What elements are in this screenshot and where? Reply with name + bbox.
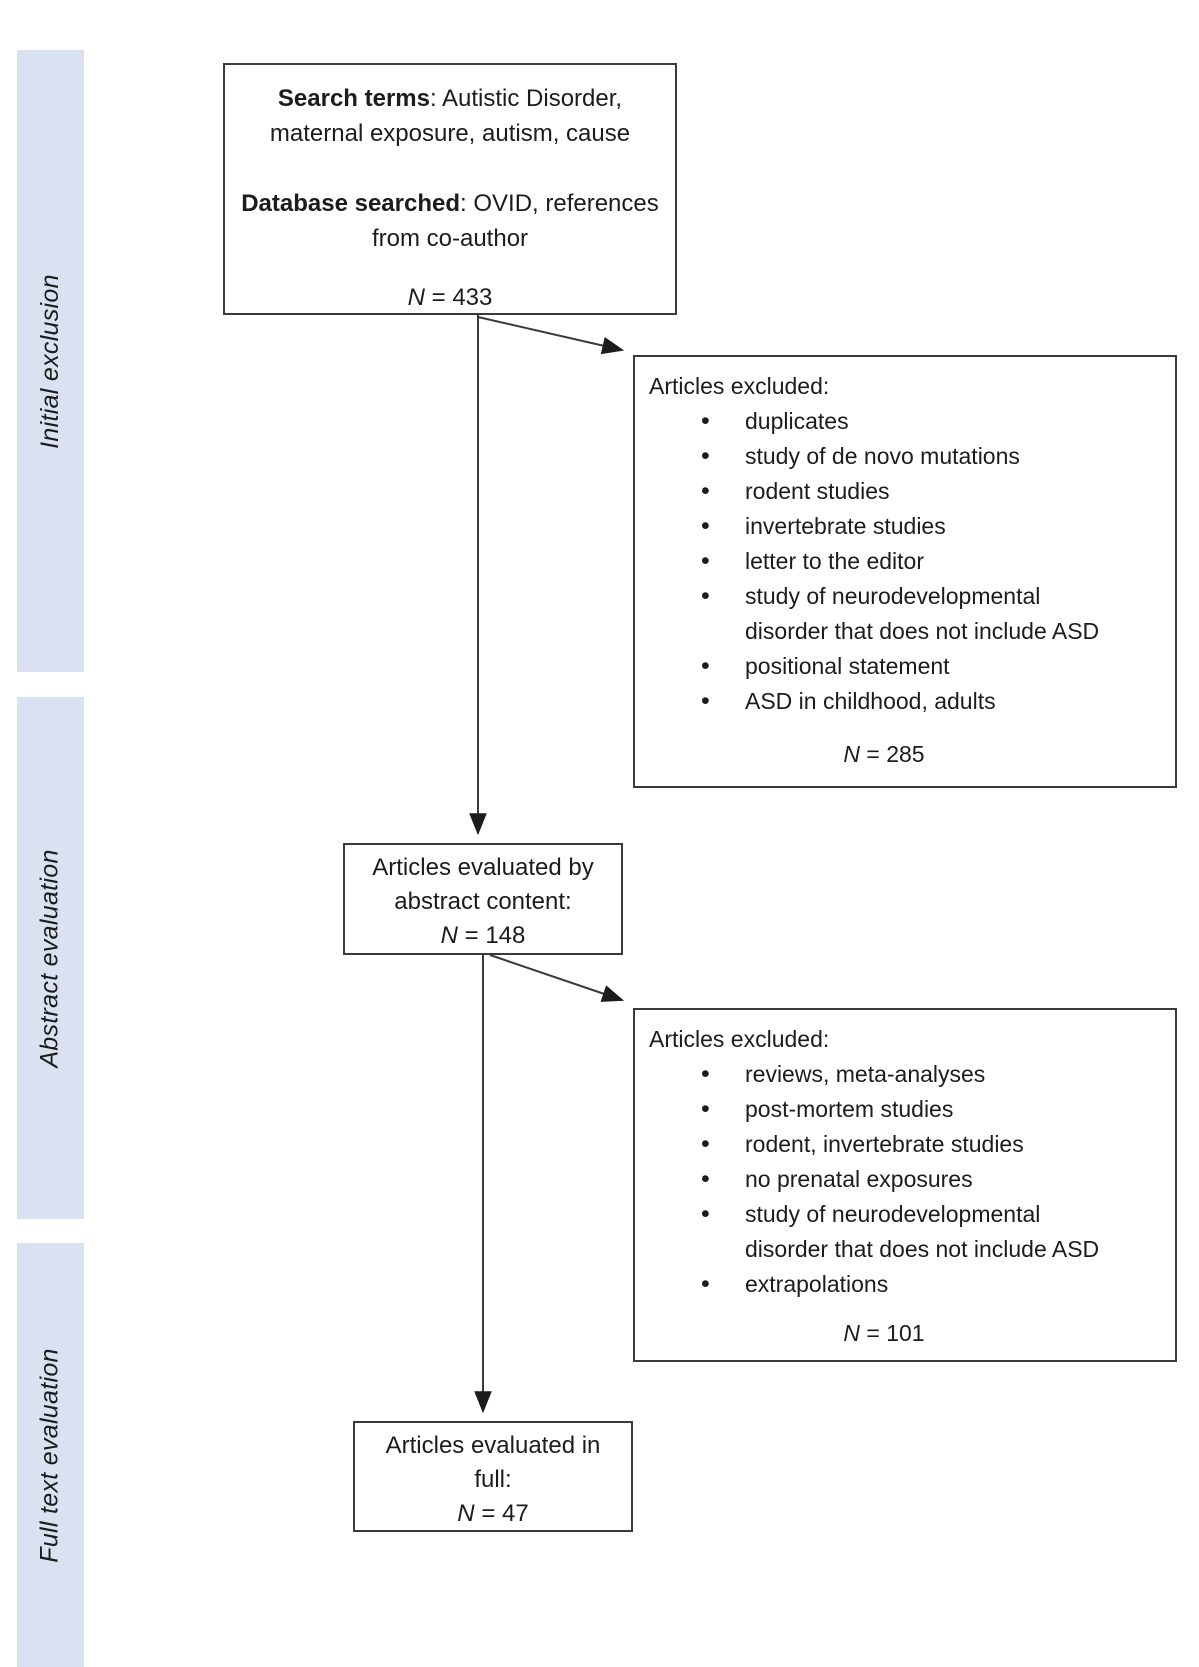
abstract-evaluation-box: Articles evaluated by abstract content: …	[343, 843, 623, 955]
box-line2: abstract content:	[394, 888, 572, 915]
n-count: N = 148	[440, 922, 526, 949]
bullet-icon: •	[701, 477, 710, 505]
n-count: N = 285	[843, 741, 925, 767]
stage-label: Initial exclusion	[36, 273, 65, 449]
bullet-item: •ASD in childhood, adults	[649, 684, 1119, 719]
bullet-item: •invertebrate studies	[649, 509, 1119, 544]
bullet-icon: •	[701, 407, 710, 435]
search-terms-box: Search terms: Autistic Disorder, materna…	[223, 63, 677, 315]
search-terms-label: Search terms	[277, 85, 430, 112]
arrow-search-to-exclusion1	[477, 316, 625, 355]
bullet-item: •duplicates	[649, 404, 1119, 439]
exclusion-box-2: Articles excluded: •reviews, meta-analys…	[633, 1008, 1177, 1362]
n-count: N = 101	[843, 1320, 925, 1346]
box-line1: Articles evaluated by	[372, 854, 594, 881]
database-line: Database searched: OVID, references	[241, 190, 659, 217]
bullet-icon: •	[701, 1060, 710, 1088]
bullet-item: •letter to the editor	[649, 544, 1119, 579]
box-line1: Articles evaluated in	[385, 1432, 601, 1459]
stage-bar-abstract-evaluation: Abstract evaluation	[17, 697, 84, 1219]
bullet-item: •study of neurodevelopmental disorder th…	[649, 1197, 1119, 1267]
bullet-icon: •	[701, 442, 710, 470]
box-line2: full:	[474, 1466, 512, 1493]
full-text-evaluation-box: Articles evaluated in full: N = 47	[353, 1421, 633, 1532]
bullet-icon: •	[701, 582, 710, 610]
bullet-icon: •	[701, 1130, 710, 1158]
bullet-item: •rodent, invertebrate studies	[649, 1127, 1119, 1162]
bullet-icon: •	[701, 547, 710, 575]
database-line2: from co-author	[371, 225, 529, 252]
n-count: N = 433	[407, 284, 493, 311]
spacer	[225, 151, 675, 186]
bullet-icon: •	[701, 1165, 710, 1193]
n-count: N = 47	[457, 1500, 529, 1527]
bullet-icon: •	[701, 512, 710, 540]
stage-bar-full-text-evaluation: Full text evaluation	[17, 1243, 84, 1667]
bullet-item: •no prenatal exposures	[649, 1162, 1119, 1197]
search-terms-line: Search terms: Autistic Disorder,	[277, 85, 623, 112]
stage-bar-initial-exclusion: Initial exclusion	[17, 50, 84, 672]
bullet-item: •post-mortem studies	[649, 1092, 1119, 1127]
stage-label: Abstract evaluation	[36, 848, 65, 1068]
bullet-item: •extrapolations	[649, 1267, 1119, 1302]
exclusion-heading: Articles excluded:	[649, 1026, 830, 1052]
bullet-item: •reviews, meta-analyses	[649, 1057, 1119, 1092]
exclusion-box-1: Articles excluded: •duplicates •study of…	[633, 355, 1177, 788]
arrow-abstract-to-exclusion2	[489, 954, 625, 1002]
stage-label: Full text evaluation	[36, 1347, 65, 1563]
exclusion-heading: Articles excluded:	[649, 373, 830, 399]
bullet-item: •positional statement	[649, 649, 1119, 684]
bullet-icon: •	[701, 687, 710, 715]
database-label: Database searched	[241, 190, 461, 217]
bullet-icon: •	[701, 1270, 710, 1298]
bullet-icon: •	[701, 1095, 710, 1123]
bullet-icon: •	[701, 652, 710, 680]
bullet-item: •rodent studies	[649, 474, 1119, 509]
bullet-item: •study of de novo mutations	[649, 439, 1119, 474]
bullet-item: •study of neurodevelopmental disorder th…	[649, 579, 1119, 649]
bullet-icon: •	[701, 1200, 710, 1228]
search-terms-line2: maternal exposure, autism, cause	[269, 120, 631, 147]
